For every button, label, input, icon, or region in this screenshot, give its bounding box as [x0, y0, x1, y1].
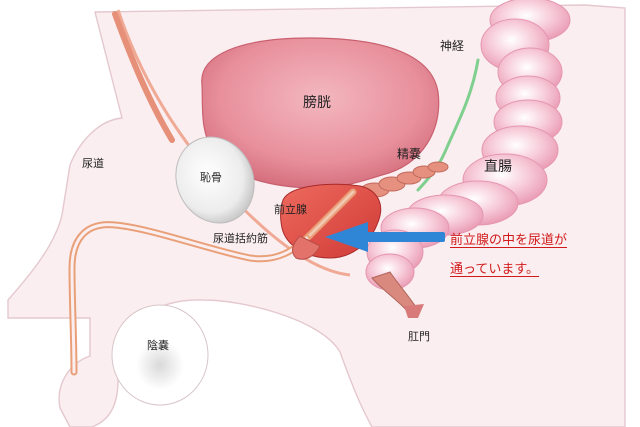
abdominal-wall-line: [112, 11, 175, 143]
label-pubic-bone: 恥骨: [200, 171, 222, 184]
label-bladder: 膀胱: [303, 95, 331, 111]
anal-sphincter-shape: [404, 304, 424, 318]
label-prostate: 前立腺: [274, 203, 307, 216]
pubic-bone-shape: [175, 136, 255, 224]
label-scrotum: 陰嚢: [147, 339, 169, 352]
pointer-arrow: [325, 222, 445, 252]
label-seminal-vesicle: 精嚢: [397, 147, 422, 161]
urethral-sphincter-shape: [292, 235, 321, 260]
note-line-1: 前立腺の中を尿道が: [450, 233, 568, 248]
label-urethra: 尿道: [82, 157, 104, 170]
label-urethral-sphincter: 尿道括約筋: [213, 232, 268, 245]
label-rectum: 直腸: [484, 159, 512, 175]
scrotum-shape: [111, 304, 209, 406]
note-line-2: 通っています。: [450, 262, 540, 277]
label-anus: 肛門: [408, 330, 430, 343]
urethra-line: [68, 188, 357, 376]
label-nerve: 神経: [440, 39, 465, 53]
